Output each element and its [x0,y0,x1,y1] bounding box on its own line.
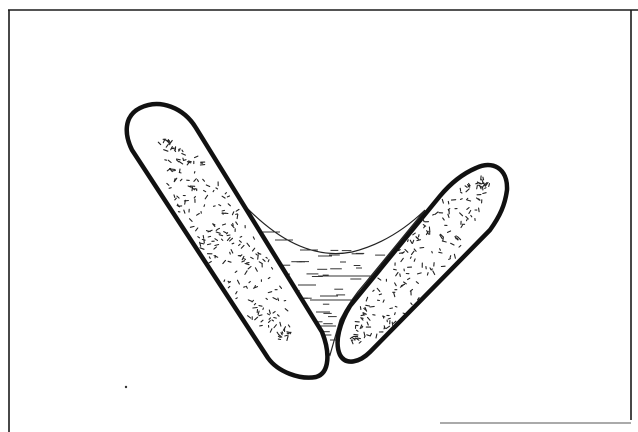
texture-dash [177,159,181,160]
texture-dash [467,219,468,221]
texture-dash [218,228,220,229]
texture-dash [366,305,370,306]
texture-dash [194,172,195,174]
texture-dash [208,236,210,237]
texture-dash [439,252,442,253]
texture-dash [192,187,193,191]
texture-dash [272,320,274,321]
texture-dash [383,316,384,318]
texture-dash [395,306,397,307]
texture-dash [169,188,171,189]
texture-dash [174,195,175,198]
texture-dash [449,259,451,260]
texture-dash [274,318,277,319]
texture-dash [222,210,224,211]
texture-dash [448,201,449,204]
texture-dash [410,257,411,258]
texture-dash [266,257,267,258]
texture-dash [236,298,237,299]
texture-dash [408,240,409,242]
texture-dash [204,205,205,207]
texture-dash [400,274,401,277]
texture-dash [259,306,262,307]
texture-dash [443,237,444,241]
texture-dash [440,249,441,251]
texture-dash [282,332,283,334]
texture-dash [448,209,449,211]
texture-dash [208,244,211,245]
stray-dot [125,386,127,388]
texture-dash [403,313,405,314]
texture-dash [183,160,186,161]
texture-dash [244,287,246,288]
texture-dash [227,235,230,236]
texture-dash [395,313,396,315]
texture-dash [215,256,216,258]
texture-dash [185,200,186,204]
texture-dash [258,255,259,259]
texture-dash [432,252,433,253]
texture-dash [361,315,365,316]
texture-dash [232,243,234,244]
texture-dash [202,239,205,240]
texture-dash [213,190,214,191]
texture-dash [216,229,217,230]
texture-dash [233,223,234,225]
texture-dash [263,308,264,310]
texture-dash [244,259,246,260]
texture-dash [479,208,480,212]
texture-dash [483,177,484,180]
texture-dash [379,294,381,295]
texture-dash [200,243,203,244]
texture-dash [477,185,478,189]
texture-dash [433,214,435,215]
texture-dash [354,334,358,335]
texture-dash [370,306,374,307]
texture-dash [419,235,420,237]
texture-dash [183,158,184,160]
texture-dash [230,252,231,254]
texture-dash [209,257,210,259]
texture-dash [384,327,385,329]
texture-dash [394,269,397,270]
texture-dash [427,273,428,275]
texture-dash [260,325,263,326]
texture-dash [364,336,365,338]
texture-dash [461,199,463,200]
texture-dash [203,236,204,239]
texture-dash [278,298,279,300]
texture-dash [195,189,197,190]
texture-dash [392,322,393,326]
texture-dash [180,149,181,151]
texture-dash [450,256,451,258]
texture-dash [253,308,257,309]
texture-dash [390,308,393,309]
texture-dash [388,318,390,319]
texture-dash [189,161,192,162]
texture-dash [237,214,238,218]
texture-dash [240,237,242,238]
texture-dash [227,233,228,234]
texture-dash [400,253,404,254]
texture-dash [259,315,262,316]
texture-dash [357,338,360,339]
texture-dash [360,307,361,310]
texture-dash [268,260,269,262]
texture-dash [236,214,238,215]
texture-dash [489,184,490,187]
left-particle [127,104,328,378]
texture-dash [483,193,486,194]
texture-dash [224,280,225,282]
texture-dash [180,169,181,172]
texture-dash [485,188,486,189]
